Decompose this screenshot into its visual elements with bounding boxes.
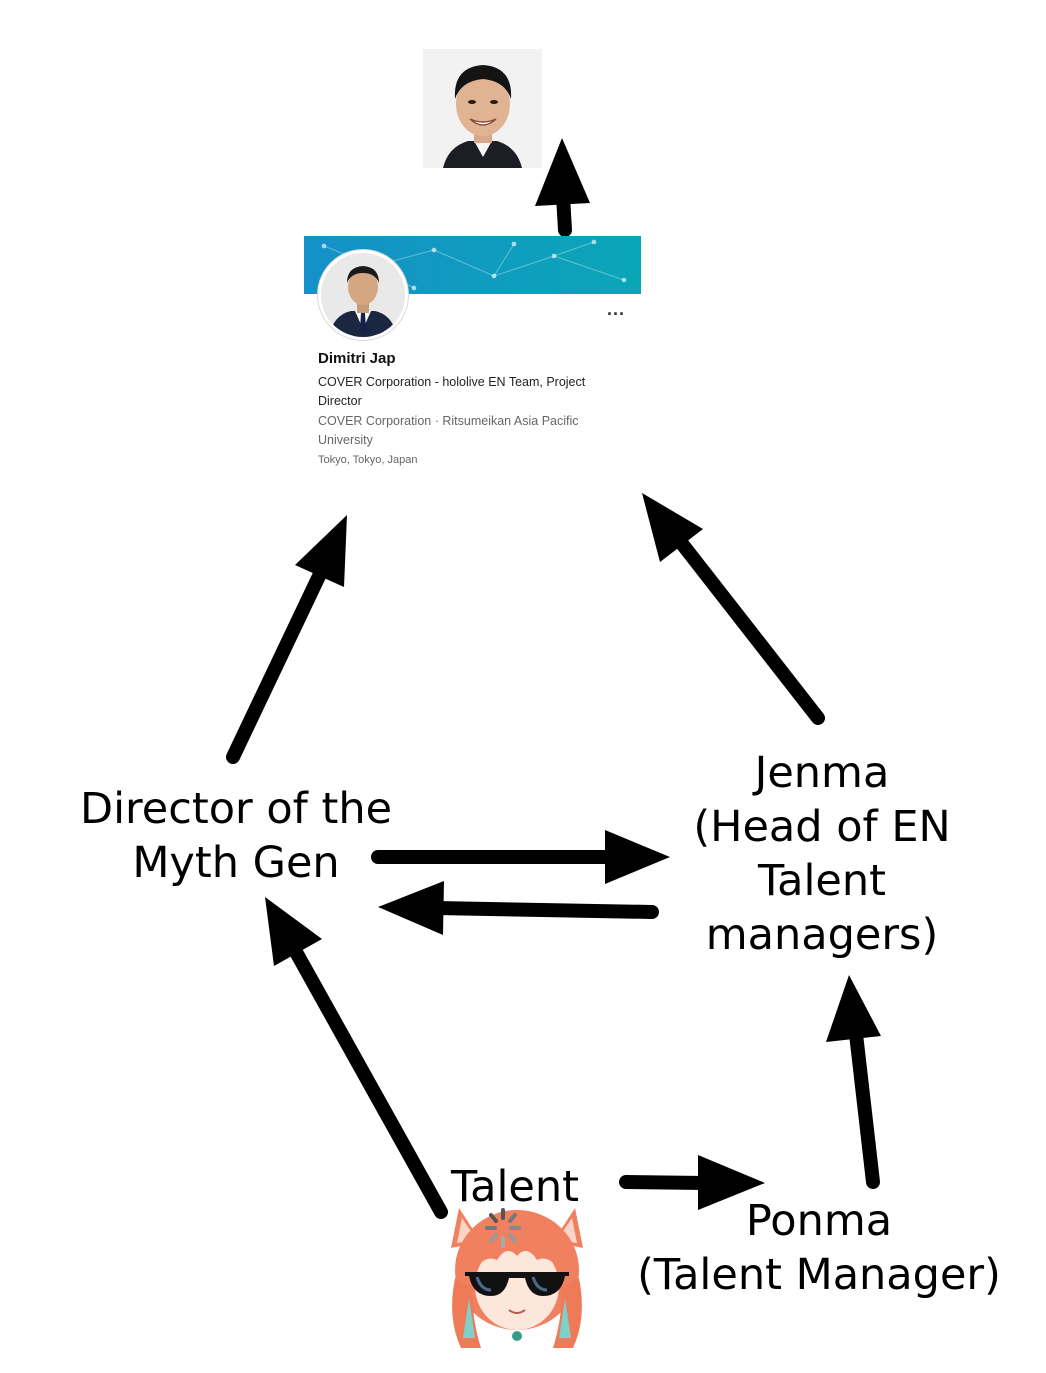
node-talent-line-1: Talent bbox=[410, 1160, 620, 1214]
top-person-photo bbox=[423, 49, 542, 168]
arrow-card-to-photo bbox=[535, 138, 590, 230]
node-director: Director of the Myth Gen bbox=[66, 782, 406, 890]
node-director-line-2: Myth Gen bbox=[66, 836, 406, 890]
arrow-jenma-to-director bbox=[378, 881, 652, 935]
more-options-button[interactable]: ... bbox=[607, 299, 625, 320]
node-ponma: Ponma (Talent Manager) bbox=[622, 1194, 1016, 1302]
anime-fox-girl-icon bbox=[441, 1198, 593, 1350]
arrow-director-to-card bbox=[233, 515, 347, 757]
profile-location: Tokyo, Tokyo, Japan bbox=[318, 454, 417, 466]
profile-avatar bbox=[318, 250, 408, 340]
node-ponma-line-1: Ponma bbox=[622, 1194, 1016, 1248]
node-ponma-line-2: (Talent Manager) bbox=[622, 1248, 1016, 1302]
node-jenma-line-2: (Head of EN bbox=[672, 800, 972, 854]
profile-card: ... Dimitri Jap COVER Corporation - holo… bbox=[304, 236, 641, 476]
profile-headline: COVER Corporation - hololive EN Team, Pr… bbox=[318, 373, 608, 411]
person-photo-icon bbox=[423, 49, 542, 168]
node-jenma-line-4: managers) bbox=[672, 908, 972, 962]
profile-name[interactable]: Dimitri Jap bbox=[318, 350, 396, 367]
arrow-director-to-jenma bbox=[378, 830, 670, 884]
node-jenma: Jenma (Head of EN Talent managers) bbox=[672, 746, 972, 962]
person-in-suit-icon bbox=[321, 253, 405, 337]
arrow-ponma-to-jenma bbox=[826, 975, 881, 1182]
profile-organizations: COVER Corporation · Ritsumeikan Asia Pac… bbox=[318, 412, 618, 450]
node-talent: Talent bbox=[410, 1160, 620, 1214]
node-director-line-1: Director of the bbox=[66, 782, 406, 836]
node-jenma-line-3: Talent bbox=[672, 854, 972, 908]
node-jenma-line-1: Jenma bbox=[672, 746, 972, 800]
arrow-jenma-to-card bbox=[642, 493, 818, 718]
talent-avatar bbox=[441, 1198, 593, 1350]
